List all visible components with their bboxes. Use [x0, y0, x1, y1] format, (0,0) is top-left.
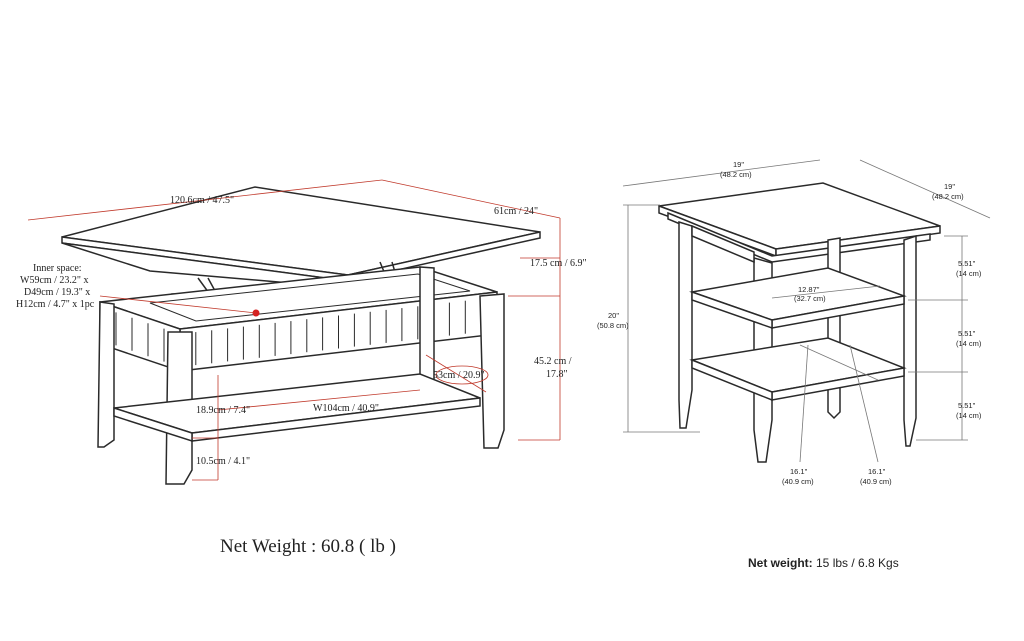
- end-depth-dim-line: [859, 159, 991, 219]
- inner-space-depth: D49cm / 19.3" x: [24, 287, 90, 298]
- end-gap1-in-label: 5.51": [958, 259, 976, 268]
- end-leg-left: [678, 220, 693, 429]
- end-bottom-d-in-label: 16.1": [868, 467, 886, 476]
- coffee-total-height-inch-label: 17.8": [546, 369, 568, 380]
- end-shelf-2-top: [689, 337, 907, 393]
- end-gap3-cm-label: (14 cm): [956, 411, 982, 420]
- end-width-in-label: 19": [733, 160, 744, 169]
- bottom-shelf-side: [113, 406, 193, 443]
- end-shelf-in-label: 12.87": [798, 285, 820, 294]
- end-shelf-cm-label: (32.7 cm): [794, 294, 826, 303]
- end-top-edge-side: [775, 225, 941, 257]
- shelf-depth-label: 53cm / 20.9": [433, 370, 485, 381]
- inner-storage-opening: [149, 273, 471, 322]
- coffee-depth-label: 61cm / 24": [494, 206, 538, 217]
- end-bottom-dim-line: [799, 344, 879, 381]
- end-gap2-in-label: 5.51": [958, 329, 976, 338]
- shelf-gap-label: 18.9cm / 7.4": [196, 405, 250, 416]
- end-shelf-2-side: [691, 358, 773, 402]
- shelf-depth-dim-line: [425, 354, 487, 393]
- end-height-in-label: 20": [608, 311, 619, 320]
- end-height-cm-label: (50.8 cm): [597, 321, 629, 330]
- end-net-weight-label: Net weight:: [748, 556, 813, 570]
- end-depth-cm-label: (48.2 cm): [932, 192, 964, 201]
- end-shelf-1-side: [691, 290, 773, 330]
- leg-back-right: [419, 266, 435, 387]
- end-bottom-w-cm-label: (40.9 cm): [782, 477, 814, 486]
- end-leg-back: [827, 237, 841, 420]
- end-table-drawing: 19" (48.2 cm) 19" (48.2 cm) 20" (50.8 cm…: [597, 159, 991, 486]
- leg-back-left: [97, 301, 115, 448]
- coffee-total-height-label: 45.2 cm /: [534, 356, 572, 367]
- end-gap2-cm-label: (14 cm): [956, 339, 982, 348]
- end-bottom-w-in-label: 16.1": [790, 467, 808, 476]
- end-width-dim-line: [622, 159, 821, 187]
- end-width-cm-label: (48.2 cm): [720, 170, 752, 179]
- floor-gap-label: 10.5cm / 4.1": [196, 456, 250, 467]
- coffee-table-net-weight: Net Weight : 60.8 ( lb ): [220, 536, 396, 557]
- coffee-length-label: 120.6cm / 47.5": [170, 195, 234, 206]
- end-gap3-in-label: 5.51": [958, 401, 976, 410]
- inner-space-height: H12cm / 4.7" x 1pc: [16, 299, 95, 310]
- depth-dim-line: [381, 179, 561, 219]
- inner-space-leader: [99, 295, 257, 314]
- leg-front-right: [479, 293, 505, 449]
- end-depth-in-label: 19": [944, 182, 955, 191]
- shelf-width-label: W104cm / 40.9": [313, 403, 379, 414]
- end-bottom-leader-1: [799, 344, 809, 463]
- end-apron-left: [691, 224, 755, 264]
- end-table-net-weight: Net weight: 15 lbs / 6.8 Kgs: [748, 556, 899, 570]
- coffee-table-drawing: 120.6cm / 47.5" 61cm / 24" 17.5 cm / 6.9…: [16, 179, 587, 485]
- inner-space-title: Inner space:: [33, 263, 82, 274]
- end-bottom-leader-2: [849, 344, 879, 463]
- coffee-lift-height-label: 17.5 cm / 6.9": [530, 258, 587, 269]
- side-slats: [115, 312, 165, 362]
- shelf-depth-highlight: [435, 365, 489, 385]
- end-shelf-dim-line: [771, 285, 881, 299]
- shelf-width-dim-line: [217, 389, 421, 411]
- length-dim-line: [27, 179, 383, 221]
- inner-space-width: W59cm / 23.2" x: [20, 275, 89, 286]
- end-bottom-d-cm-label: (40.9 cm): [860, 477, 892, 486]
- end-gap1-cm-label: (14 cm): [956, 269, 982, 278]
- end-net-weight-value: 15 lbs / 6.8 Kgs: [812, 556, 899, 570]
- end-leg-right: [903, 234, 917, 447]
